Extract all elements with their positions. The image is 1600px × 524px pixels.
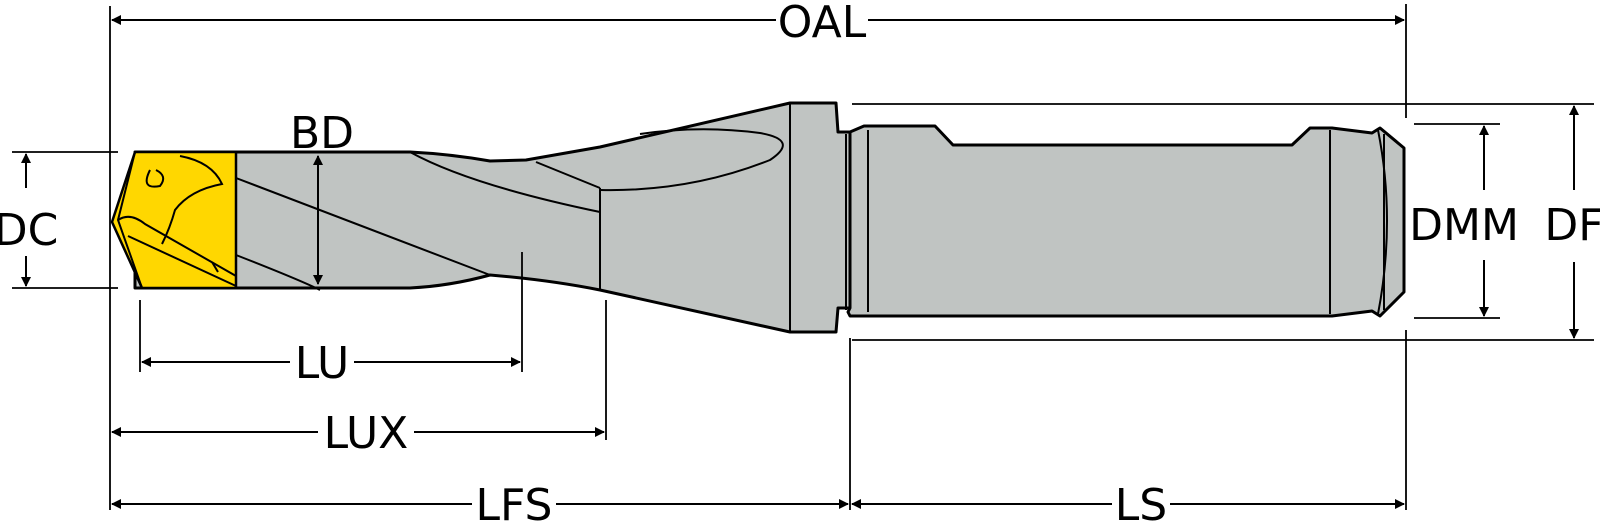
dimension-ls: LS (851, 480, 1405, 524)
dimension-df: DF (1544, 105, 1600, 339)
shank (846, 124, 1406, 318)
dimension-lfs: LFS (111, 480, 849, 524)
dmm-label: DMM (1409, 200, 1519, 251)
dc-label: DC (0, 205, 58, 256)
dimension-lux: LUX (111, 408, 605, 459)
dimension-lu: LU (141, 338, 521, 389)
flute-lines (235, 128, 784, 291)
drill-body (133, 101, 852, 334)
dimension-dc: DC (0, 153, 58, 287)
lfs-label: LFS (476, 480, 553, 524)
extension-lines (12, 4, 1594, 510)
dimension-oal: OAL (111, 0, 1405, 48)
ls-label: LS (1115, 480, 1167, 524)
dimension-dmm: DMM (1409, 125, 1519, 317)
oal-label: OAL (778, 0, 867, 48)
shank-details (789, 103, 1388, 332)
df-label: DF (1544, 200, 1600, 251)
lu-label: LU (295, 338, 350, 389)
dimension-bd: BD (290, 108, 354, 285)
drill-insert (110, 150, 238, 290)
lux-label: LUX (324, 408, 409, 459)
bd-label: BD (290, 108, 354, 159)
